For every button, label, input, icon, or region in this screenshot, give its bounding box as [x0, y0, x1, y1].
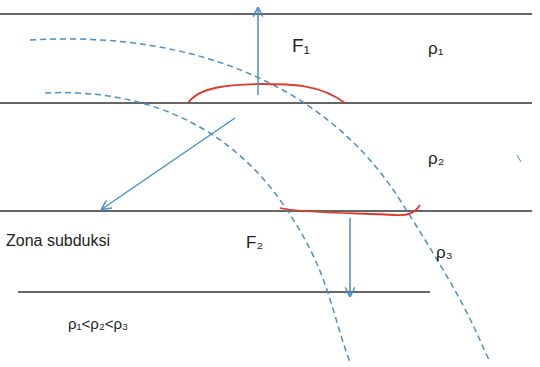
density-label: ρ₃ — [436, 244, 453, 263]
force-arrows — [102, 8, 521, 296]
density-label: ρ₁ — [428, 40, 443, 59]
slab-top-curve — [30, 39, 490, 362]
boundary-line — [0, 210, 532, 212]
force-arrow — [102, 118, 235, 209]
tick-mark — [517, 155, 521, 162]
phase-arc — [280, 205, 420, 215]
phase-arc — [188, 84, 345, 103]
layer-boundaries — [0, 14, 532, 292]
zone-label: Zona subduksi — [6, 232, 110, 250]
density-label: ρ₂ — [428, 150, 444, 169]
density-order-note: ρ₁<ρ₂<ρ₃ — [68, 316, 128, 333]
force-arrow — [257, 8, 259, 95]
force-arrow — [349, 218, 351, 296]
boundary-line — [0, 102, 532, 104]
force-label: F₁ — [292, 36, 310, 57]
boundary-line — [18, 291, 430, 293]
slab-bottom-curve — [45, 93, 350, 362]
boundary-line — [0, 13, 532, 15]
phase-boundaries — [188, 84, 420, 215]
slab-outline — [30, 39, 490, 362]
force-label: F₂ — [246, 234, 263, 253]
